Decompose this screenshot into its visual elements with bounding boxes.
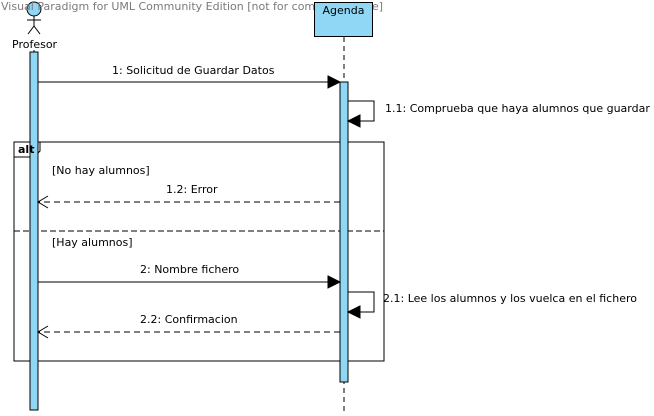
message-1.1-self-arrow[interactable]: [346, 100, 375, 128]
message-2.1-self-arrow[interactable]: [346, 291, 375, 319]
actor-name-label: Profesor: [12, 38, 58, 51]
message-1.2-label: 1.2: Error: [166, 183, 218, 196]
actor-activation-bar[interactable]: [29, 51, 39, 411]
message-1.1-label: 1.1: Comprueba que haya alumnos que guar…: [385, 102, 650, 115]
message-2-label: 2: Nombre fichero: [140, 263, 240, 276]
message-1.2-return-arrow[interactable]: [37, 195, 340, 209]
watermark-text: Visual Paradigm for UML Community Editio…: [1, 0, 384, 13]
agenda-lifeline-name: Agenda: [322, 4, 365, 17]
alt-guard-hay-alumnos: [Hay alumnos]: [52, 236, 133, 249]
actor-stick-figure-icon[interactable]: [26, 1, 42, 35]
alt-fragment-operator: alt: [18, 143, 35, 156]
alt-fragment-frame[interactable]: [13, 141, 385, 362]
agenda-activation-bar[interactable]: [339, 81, 349, 383]
message-2.2-return-arrow[interactable]: [37, 325, 340, 339]
message-2.1-label: 2.1: Lee los alumnos y los vuelca en el …: [383, 292, 637, 305]
agenda-lifeline-head[interactable]: Agenda: [314, 2, 373, 37]
alt-guard-no-hay-alumnos: [No hay alumnos]: [52, 164, 150, 177]
message-1-label: 1: Solicitud de Guardar Datos: [112, 64, 275, 77]
message-1-arrow[interactable]: [38, 75, 342, 89]
message-2.2-label: 2.2: Confirmacion: [140, 313, 238, 326]
message-2-arrow[interactable]: [38, 275, 342, 289]
